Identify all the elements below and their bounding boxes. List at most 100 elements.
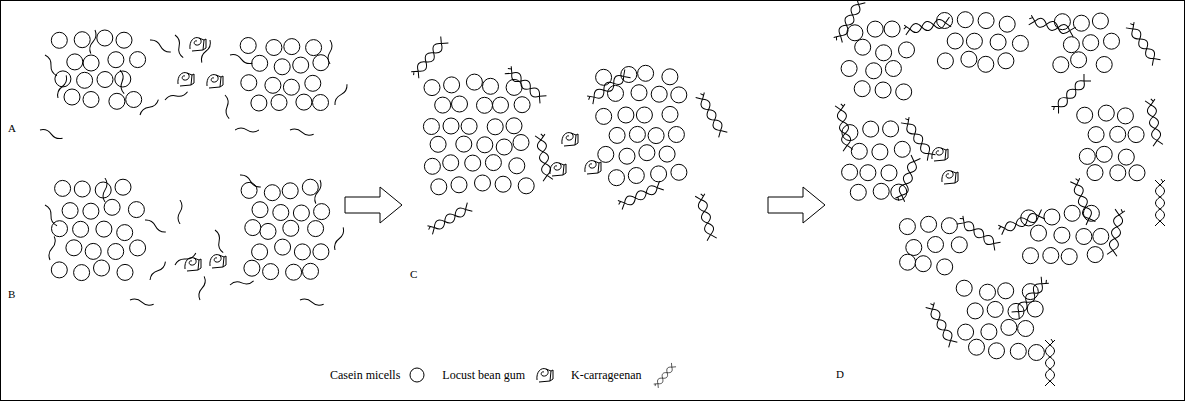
polymer-strand bbox=[89, 30, 97, 54]
casein-micelle bbox=[305, 75, 321, 91]
legend-text: Casein micells bbox=[330, 368, 400, 383]
casein-micelle bbox=[495, 176, 511, 192]
casein-micelle bbox=[928, 237, 944, 253]
casein-micelle bbox=[1110, 126, 1126, 142]
casein-micelle bbox=[1079, 148, 1095, 164]
polymer-strand bbox=[178, 200, 182, 224]
casein-micelle bbox=[51, 32, 67, 48]
casein-micelle bbox=[241, 75, 257, 91]
casein-micelle bbox=[423, 119, 439, 135]
casein-micelle bbox=[1092, 13, 1108, 29]
casein-micelle bbox=[62, 203, 78, 219]
k-carrageenan bbox=[1125, 21, 1160, 65]
polymer-strand bbox=[130, 298, 154, 306]
casein-micelle bbox=[410, 368, 424, 382]
casein-micelle bbox=[906, 240, 922, 256]
casein-micelle bbox=[282, 183, 298, 199]
casein-micelle bbox=[999, 16, 1015, 32]
polymer-strand bbox=[43, 204, 58, 227]
casein-micelle bbox=[921, 216, 937, 232]
casein-micelle bbox=[609, 127, 625, 143]
casein-micelle bbox=[899, 42, 915, 58]
casein-micelle bbox=[915, 256, 931, 272]
casein-micelle bbox=[608, 85, 624, 101]
casein-micelle bbox=[506, 79, 522, 95]
casein-micelle bbox=[451, 177, 467, 193]
casein-micelle bbox=[937, 53, 953, 69]
casein-micelle bbox=[108, 244, 124, 260]
k-carrageenan bbox=[1045, 339, 1055, 386]
casein-micelle bbox=[284, 39, 300, 55]
polymer-strand bbox=[56, 75, 68, 99]
casein-micelle bbox=[978, 56, 994, 72]
casein-micelle bbox=[452, 96, 468, 112]
casein-micelle bbox=[998, 283, 1014, 299]
locust-bean-gum bbox=[585, 161, 601, 174]
casein-micelle bbox=[96, 221, 112, 237]
casein-micelle bbox=[894, 141, 910, 157]
casein-micelle bbox=[1044, 209, 1060, 225]
casein-micelle bbox=[251, 95, 267, 111]
casein-micelle bbox=[128, 202, 144, 218]
casein-micelle bbox=[461, 118, 477, 134]
casein-micelle bbox=[875, 82, 891, 98]
casein-micelle bbox=[487, 119, 503, 135]
polymer-strand bbox=[229, 53, 253, 65]
casein-micelle bbox=[1087, 165, 1103, 181]
casein-micelle bbox=[1054, 227, 1070, 243]
casein-micelle bbox=[631, 85, 647, 101]
k-carrageenan bbox=[997, 210, 1045, 235]
micelle-sample bbox=[408, 366, 426, 384]
casein-micelle bbox=[74, 181, 90, 197]
casein-micelle bbox=[1031, 225, 1047, 241]
k-carrageenan bbox=[411, 37, 449, 79]
polysaccharide-symbols bbox=[178, 0, 1165, 386]
casein-micelle bbox=[662, 106, 678, 122]
casein-micelle bbox=[1043, 248, 1059, 264]
casein-micelle bbox=[97, 30, 113, 46]
carrageenan-sample bbox=[650, 362, 680, 388]
k-carrageenan bbox=[504, 66, 546, 104]
polymer-strand bbox=[333, 83, 348, 106]
casein-micelle bbox=[891, 184, 907, 200]
casein-micelle bbox=[74, 265, 90, 281]
casein-micelle bbox=[998, 53, 1014, 69]
casein-micelle bbox=[252, 202, 268, 218]
casein-micelle bbox=[74, 32, 90, 48]
casein-micelle bbox=[956, 280, 972, 296]
casein-micelle bbox=[958, 324, 974, 340]
casein-micelle bbox=[293, 205, 309, 221]
casein-micelle bbox=[900, 254, 916, 270]
lbg-sample bbox=[533, 365, 555, 385]
casein-micelle bbox=[966, 33, 982, 49]
casein-micelle bbox=[1071, 52, 1087, 68]
casein-micelle bbox=[126, 92, 142, 108]
panel-letter: B bbox=[8, 288, 15, 300]
casein-micelle bbox=[313, 55, 329, 71]
polymer-strand bbox=[144, 218, 167, 233]
casein-micelle bbox=[899, 219, 915, 235]
casein-micelle bbox=[596, 69, 612, 85]
casein-micelle bbox=[598, 146, 614, 162]
casein-micelle bbox=[67, 54, 83, 70]
casein-micelle bbox=[293, 57, 309, 73]
casein-micelle bbox=[659, 146, 675, 162]
casein-micelle bbox=[1073, 15, 1089, 31]
legend-item: K-carrageenan bbox=[571, 362, 680, 388]
casein-micelle bbox=[1053, 57, 1069, 73]
k-carrageenan bbox=[586, 70, 630, 105]
casein-micelle bbox=[104, 199, 120, 215]
casein-micelle bbox=[873, 183, 889, 199]
casein-micelle bbox=[1027, 301, 1043, 317]
casein-micelle bbox=[1064, 205, 1080, 221]
casein-micelle bbox=[618, 107, 634, 123]
casein-micelle bbox=[850, 184, 866, 200]
casein-micelle bbox=[273, 205, 289, 221]
casein-micelle bbox=[444, 77, 460, 93]
casein-micelle bbox=[244, 260, 260, 276]
k-carrageenan bbox=[903, 17, 951, 35]
casein-micelle bbox=[967, 303, 983, 319]
casein-micelle bbox=[651, 86, 667, 102]
casein-micelle bbox=[841, 61, 857, 77]
